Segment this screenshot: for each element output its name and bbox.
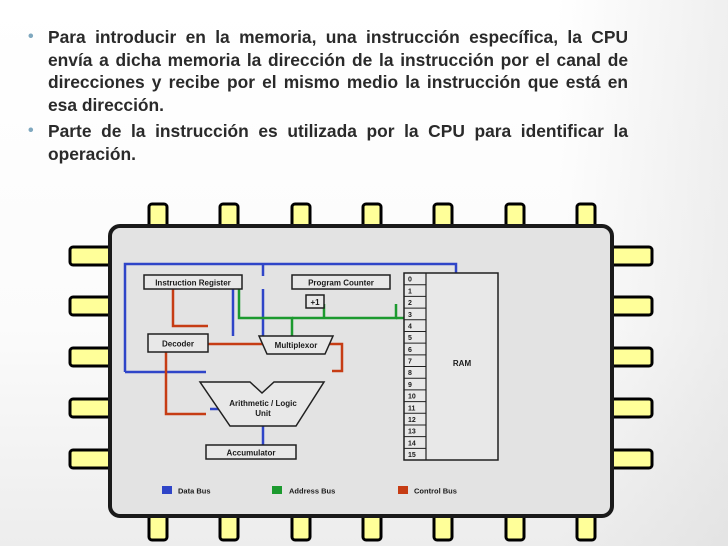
program-counter-box: [291, 274, 391, 290]
chip-pins-left: [68, 245, 114, 470]
ram-address-label: 4: [408, 323, 412, 330]
bullet-1-text: Para introducir en la memoria, una instr…: [48, 27, 628, 115]
ram-address-label: 15: [408, 452, 416, 459]
legend: Data Bus Address Bus Control Bus: [162, 486, 457, 496]
ram-address-label: 1: [408, 288, 412, 295]
instruction-register-box: [143, 274, 243, 290]
increment-label: +1: [310, 298, 320, 307]
ram-address-label: 13: [408, 429, 416, 436]
ram-address-label: 6: [408, 347, 412, 354]
ram-address-label: 11: [408, 405, 416, 412]
ram-address-label: 5: [408, 335, 412, 342]
alu-label-line2: Unit: [255, 409, 271, 418]
address-bus-legend-swatch: [272, 486, 282, 494]
ram-address-label: 12: [408, 417, 416, 424]
decoder-label: Decoder: [162, 340, 194, 349]
slide-text: • Para introducir en la memoria, una ins…: [28, 26, 628, 170]
control-bus-legend-swatch: [398, 486, 408, 494]
ram-address-label: 2: [408, 300, 412, 307]
bullet-1: • Para introducir en la memoria, una ins…: [28, 26, 628, 116]
ram-address-label: 9: [408, 382, 412, 389]
chip-pins-bottom: [147, 512, 597, 542]
ram-address-label: 10: [408, 394, 416, 401]
cpu-diagram-svg: Instruction Register Program Counter +1 …: [68, 202, 654, 542]
bullet-dot-icon: •: [28, 28, 34, 45]
alu-label-line1: Arithmetic / Logic: [229, 399, 297, 408]
bullet-dot-icon: •: [28, 122, 34, 140]
ram-address-label: 0: [408, 277, 412, 284]
ram-address-label: 8: [408, 370, 412, 377]
control-bus-legend-label: Control Bus: [414, 487, 457, 496]
data-bus-legend-label: Data Bus: [178, 487, 211, 496]
alu-shape: [198, 381, 326, 427]
ram-address-label: 3: [408, 312, 412, 319]
accumulator-label: Accumulator: [227, 449, 276, 458]
ram-address-label: 7: [408, 359, 412, 366]
data-bus-legend-swatch: [162, 486, 172, 494]
control-bus-lines: [164, 289, 344, 416]
instruction-register-label: Instruction Register: [155, 279, 231, 288]
cpu-diagram: Instruction Register Program Counter +1 …: [66, 196, 656, 542]
multiplexor-shape: [257, 335, 335, 355]
chip-pins-top: [147, 202, 597, 230]
ram-address-label: 14: [408, 440, 416, 447]
multiplexor-label: Multiplexor: [275, 341, 318, 350]
ram-label: RAM: [453, 359, 472, 368]
program-counter-label: Program Counter: [308, 279, 374, 288]
address-bus-legend-label: Address Bus: [289, 487, 335, 496]
bullet-2-text: Parte de la instrucción es utilizada por…: [48, 121, 628, 164]
chip-pins-right: [608, 245, 654, 470]
increment-box: [305, 294, 325, 309]
decoder-box: [147, 333, 209, 353]
bullet-2: • Parte de la instrucción es utilizada p…: [28, 120, 628, 165]
accumulator-box: [205, 444, 297, 460]
